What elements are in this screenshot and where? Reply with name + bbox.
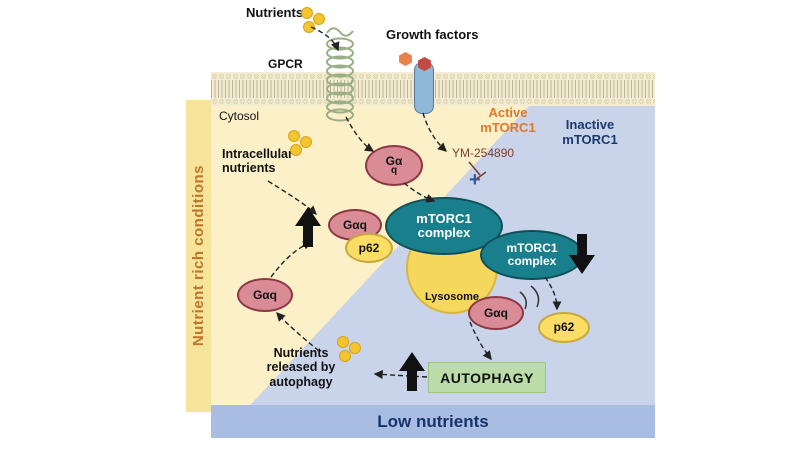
- nutrient-dot: [337, 336, 349, 348]
- released-line3: autophagy: [269, 374, 333, 389]
- inhibitor-label: YM-254890: [452, 146, 515, 160]
- inactive-mtorc1-label: Inactive mTORC1: [550, 117, 630, 148]
- mtorc1-complex-ellipse-inactive: mTORC1 complex: [480, 230, 584, 280]
- p62-label: p62: [553, 320, 575, 335]
- gaq-ellipse: Gαq: [237, 278, 293, 312]
- growth-factors-label: Growth factors: [386, 27, 479, 42]
- nutrient-dot: [303, 21, 315, 33]
- active-line2: mTORC1: [480, 119, 536, 135]
- gaq-ellipse: Gαq: [468, 296, 524, 330]
- intracellular-nutrients-label: Intracellular nutrients: [222, 147, 293, 176]
- dashed-arrow-nutrients-to-gpcr: [310, 26, 340, 52]
- gaq-ellipse: Gα q: [365, 145, 423, 186]
- nutrient-dot: [300, 136, 312, 148]
- gaq-label: Gαq: [342, 217, 368, 232]
- nutrient-rich-sidebar: Nutrient rich conditions: [186, 100, 211, 412]
- nutrients-released-label: Nutrients released by autophagy: [258, 346, 344, 389]
- inactive-line2: mTORC1: [562, 131, 618, 147]
- low-nutrients-bar: Low nutrients: [211, 405, 655, 438]
- mtorc1-line2: complex: [507, 254, 557, 268]
- autophagy-label: AUTOPHAGY: [440, 369, 534, 386]
- nutrient-dot: [290, 144, 302, 156]
- nutrient-dot: [301, 7, 313, 19]
- mtorc1-line2: complex: [417, 225, 471, 240]
- nutrient-dot: [313, 13, 325, 25]
- gaq-label: Gαq: [483, 305, 509, 320]
- released-line2: released by: [266, 360, 336, 375]
- mtorc1-line1: mTORC1: [506, 241, 558, 256]
- growth-factor-icon: [399, 52, 412, 66]
- nutrient-dot: [339, 350, 351, 362]
- low-nutrients-label: Low nutrients: [377, 411, 489, 431]
- active-mtorc1-label: Active mTORC1: [470, 105, 546, 136]
- intracellular-line1: Intracellular: [222, 147, 293, 161]
- galpha-line2: q: [390, 164, 398, 176]
- galpha-line1: Gα: [385, 153, 403, 168]
- p62-ellipse: p62: [538, 312, 590, 343]
- lysosome-label: Lysosome: [424, 291, 479, 304]
- autophagy-box: AUTOPHAGY: [428, 362, 546, 393]
- nutrient-dot: [288, 130, 300, 142]
- p62-ellipse: p62: [345, 233, 393, 263]
- p62-label: p62: [358, 240, 380, 255]
- gpcr-label: GPCR: [268, 57, 303, 71]
- active-line1: Active: [488, 105, 528, 120]
- mtorc1-line1: mTORC1: [416, 211, 472, 227]
- inactive-line1: Inactive: [565, 117, 615, 132]
- gaq-label: Gαq: [252, 287, 278, 302]
- growth-factor-icon: [418, 57, 431, 71]
- nutrient-rich-label: Nutrient rich conditions: [190, 165, 207, 347]
- plus-sign: +: [469, 169, 481, 191]
- nutrient-dot: [349, 342, 361, 354]
- released-line1: Nutrients: [273, 346, 329, 360]
- cytosol-label: Cytosol: [219, 109, 260, 123]
- nutrients-label: Nutrients: [246, 5, 304, 20]
- intracellular-line2: nutrients: [222, 161, 276, 176]
